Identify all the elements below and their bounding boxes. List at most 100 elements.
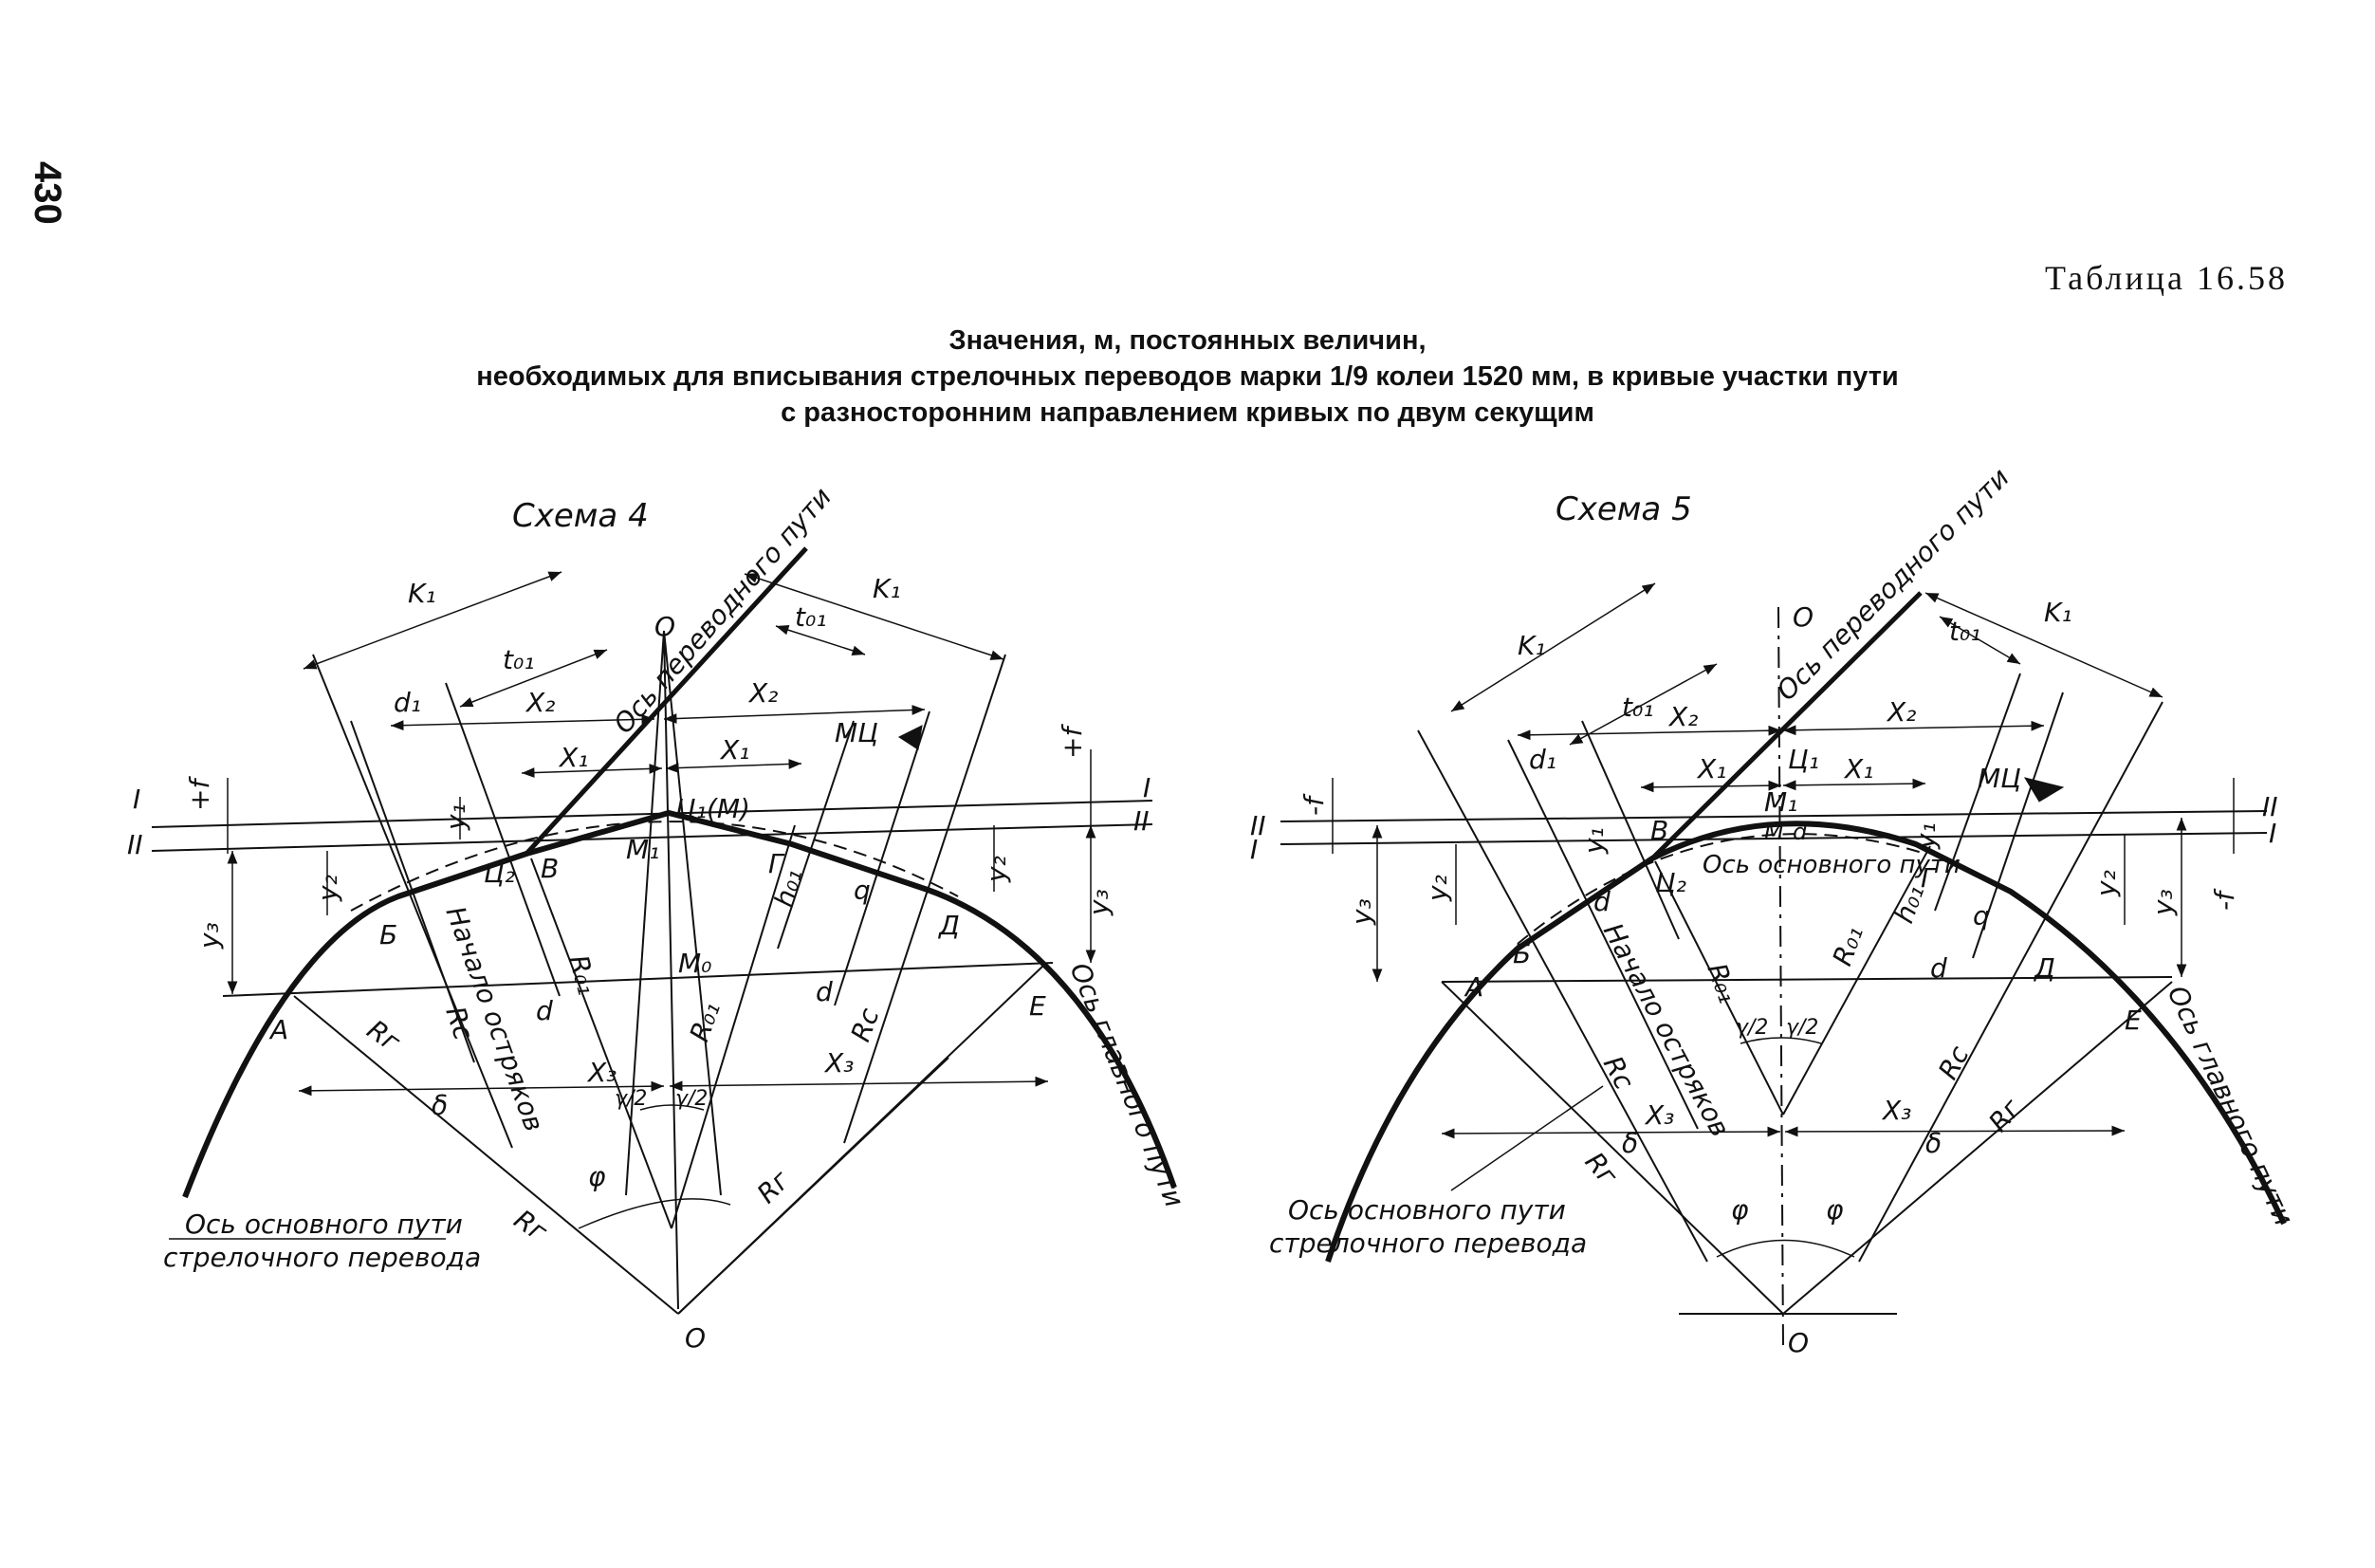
dim-X2-left [390,713,655,731]
s5-minus-f-right: -f [2209,888,2240,911]
s5-d-small: d [1793,819,1808,845]
dim-X3-left [298,1080,665,1097]
s4-y3r: y₃ [1083,889,1114,916]
s4-plus-f-left: +f [184,776,215,811]
s4-M1: M₁ [626,834,659,865]
s5-branch-axis: Ось переводного пути [1771,462,2016,707]
s4-E: E [1029,990,1046,1022]
s4-d1: d₁ [394,687,421,718]
s4-I: I [133,784,140,815]
s4-gamma-right: γ/2 [675,1087,708,1111]
s4-M0: M₀ [678,948,711,979]
vertical-axis [663,630,679,1310]
s4-y1: y₁ [440,803,471,831]
s4-X2a: X₂ [525,687,555,718]
radius-left [293,995,679,1315]
title-line-1: Значения, м, постоянных величин, [948,325,1427,356]
s4-X2b: X₂ [747,677,778,709]
s5-y2r: y₂ [2090,870,2122,897]
dim-t01b-s5 [1939,616,2021,665]
s5-d2: d [1930,952,1947,984]
s5-gamma-right: γ/2 [1786,1016,1818,1040]
s4-R01: R₀₁ [562,951,603,998]
s4-Rc2: Rc [845,1004,886,1046]
s4-I-right: I [1143,772,1151,803]
s4-MC: МЦ [835,717,878,748]
s4-O-top: O [654,611,675,642]
s4-main-axis: Ось главного пути [1064,958,1190,1211]
dim-X3-left-s5 [1441,1126,1781,1139]
flag-MC [897,725,923,750]
s4-switch-axis-2: стрелочного перевода [163,1242,481,1273]
s4-V: В [541,853,559,884]
s5-q: q [1973,900,1990,932]
flag-MC-s5 [2023,777,2065,802]
dashed-arc [350,821,959,912]
dim-X3-right-s5 [1784,1125,2126,1137]
dim-X2-left-s5 [1517,725,1782,741]
table-title: Значения, м, постоянных величин, необход… [0,323,2375,431]
s5-y3: y₃ [1346,898,1377,926]
radius-right-s5 [1782,981,2173,1315]
s5-delta: δ [1622,1128,1638,1159]
s5-switch-axis-2: стрелочного перевода [1269,1227,1587,1259]
dim-X2-right [663,705,926,724]
s4-X1b: X₁ [719,734,749,766]
s5-MC: МЦ [1978,763,2021,794]
scheme-5: Схема 5 [1250,462,2300,1358]
s5-D: Д [2033,952,2055,984]
angle-phi-s5 [1716,1239,1855,1258]
s5-d1: d₁ [1529,744,1556,775]
s5-Rc: Rc [1597,1051,1641,1096]
s4-plus-f-right: +f [1057,724,1088,759]
s5-X2b: X₂ [1886,696,1916,728]
radius-R01-right [671,824,796,1229]
dim-X1-left-s5 [1640,780,1782,793]
s5-K1p: K₁ [2044,597,2072,628]
main-track-curve [182,809,1177,1199]
chord-AE [222,962,1054,997]
normal-s5-3 [1581,720,1680,940]
scheme-5-title: Схема 5 [1556,490,1692,528]
normal-right-2 [834,710,930,1006]
s4-X1a: X₁ [558,742,588,773]
title-line-3: с разносторонним направлением кривых по … [781,397,1594,428]
radius-R01-left-s5 [1654,860,1784,1116]
s5-I: I [1250,834,1258,865]
s5-X3b: X₃ [1881,1095,1911,1126]
s4-X3b: X₃ [823,1047,854,1079]
dim-X1-right [665,759,802,773]
s5-R01b: R₀₁ [1827,922,1869,970]
s5-y3r: y₃ [2147,889,2179,916]
s5-X1a: X₁ [1696,753,1726,784]
dim-t01 [459,649,608,708]
s4-Rg2: Rг [508,1204,553,1248]
vertex-left [625,630,665,1196]
s4-Ts1: Ц₁(M) [675,793,750,824]
radius-left-s5 [1441,981,1784,1315]
s5-I-right: I [2269,818,2276,849]
s5-minus-f-left: -f [1298,793,1330,816]
s4-B: Б [379,919,397,950]
s5-II-right: II [2262,791,2278,822]
line-I-s5 [1280,832,2268,845]
normal-s5-1 [1417,729,1708,1263]
angle-gamma [639,1104,705,1111]
s4-II-right: II [1133,805,1150,837]
s4-d: d [536,995,553,1026]
chord-AE-s5 [1441,976,2173,983]
s4-R01b: R₀₁ [684,998,727,1046]
s4-q: q [854,875,871,906]
s5-Ts1: Ц₁ [1788,744,1819,775]
s5-phi-left: φ [1731,1194,1749,1226]
s4-II: II [127,829,143,860]
dashed-arc-s5 [1517,833,1926,945]
s5-M: M [1764,819,1784,845]
s5-t01b: t₀₁ [1949,616,1980,647]
normal-s5-5 [1972,692,2064,959]
s5-X3a: X₃ [1644,1099,1674,1131]
s5-K1: K₁ [1518,630,1546,661]
dim-X3-right [669,1076,1049,1092]
s5-y2: y₂ [1422,875,1453,902]
